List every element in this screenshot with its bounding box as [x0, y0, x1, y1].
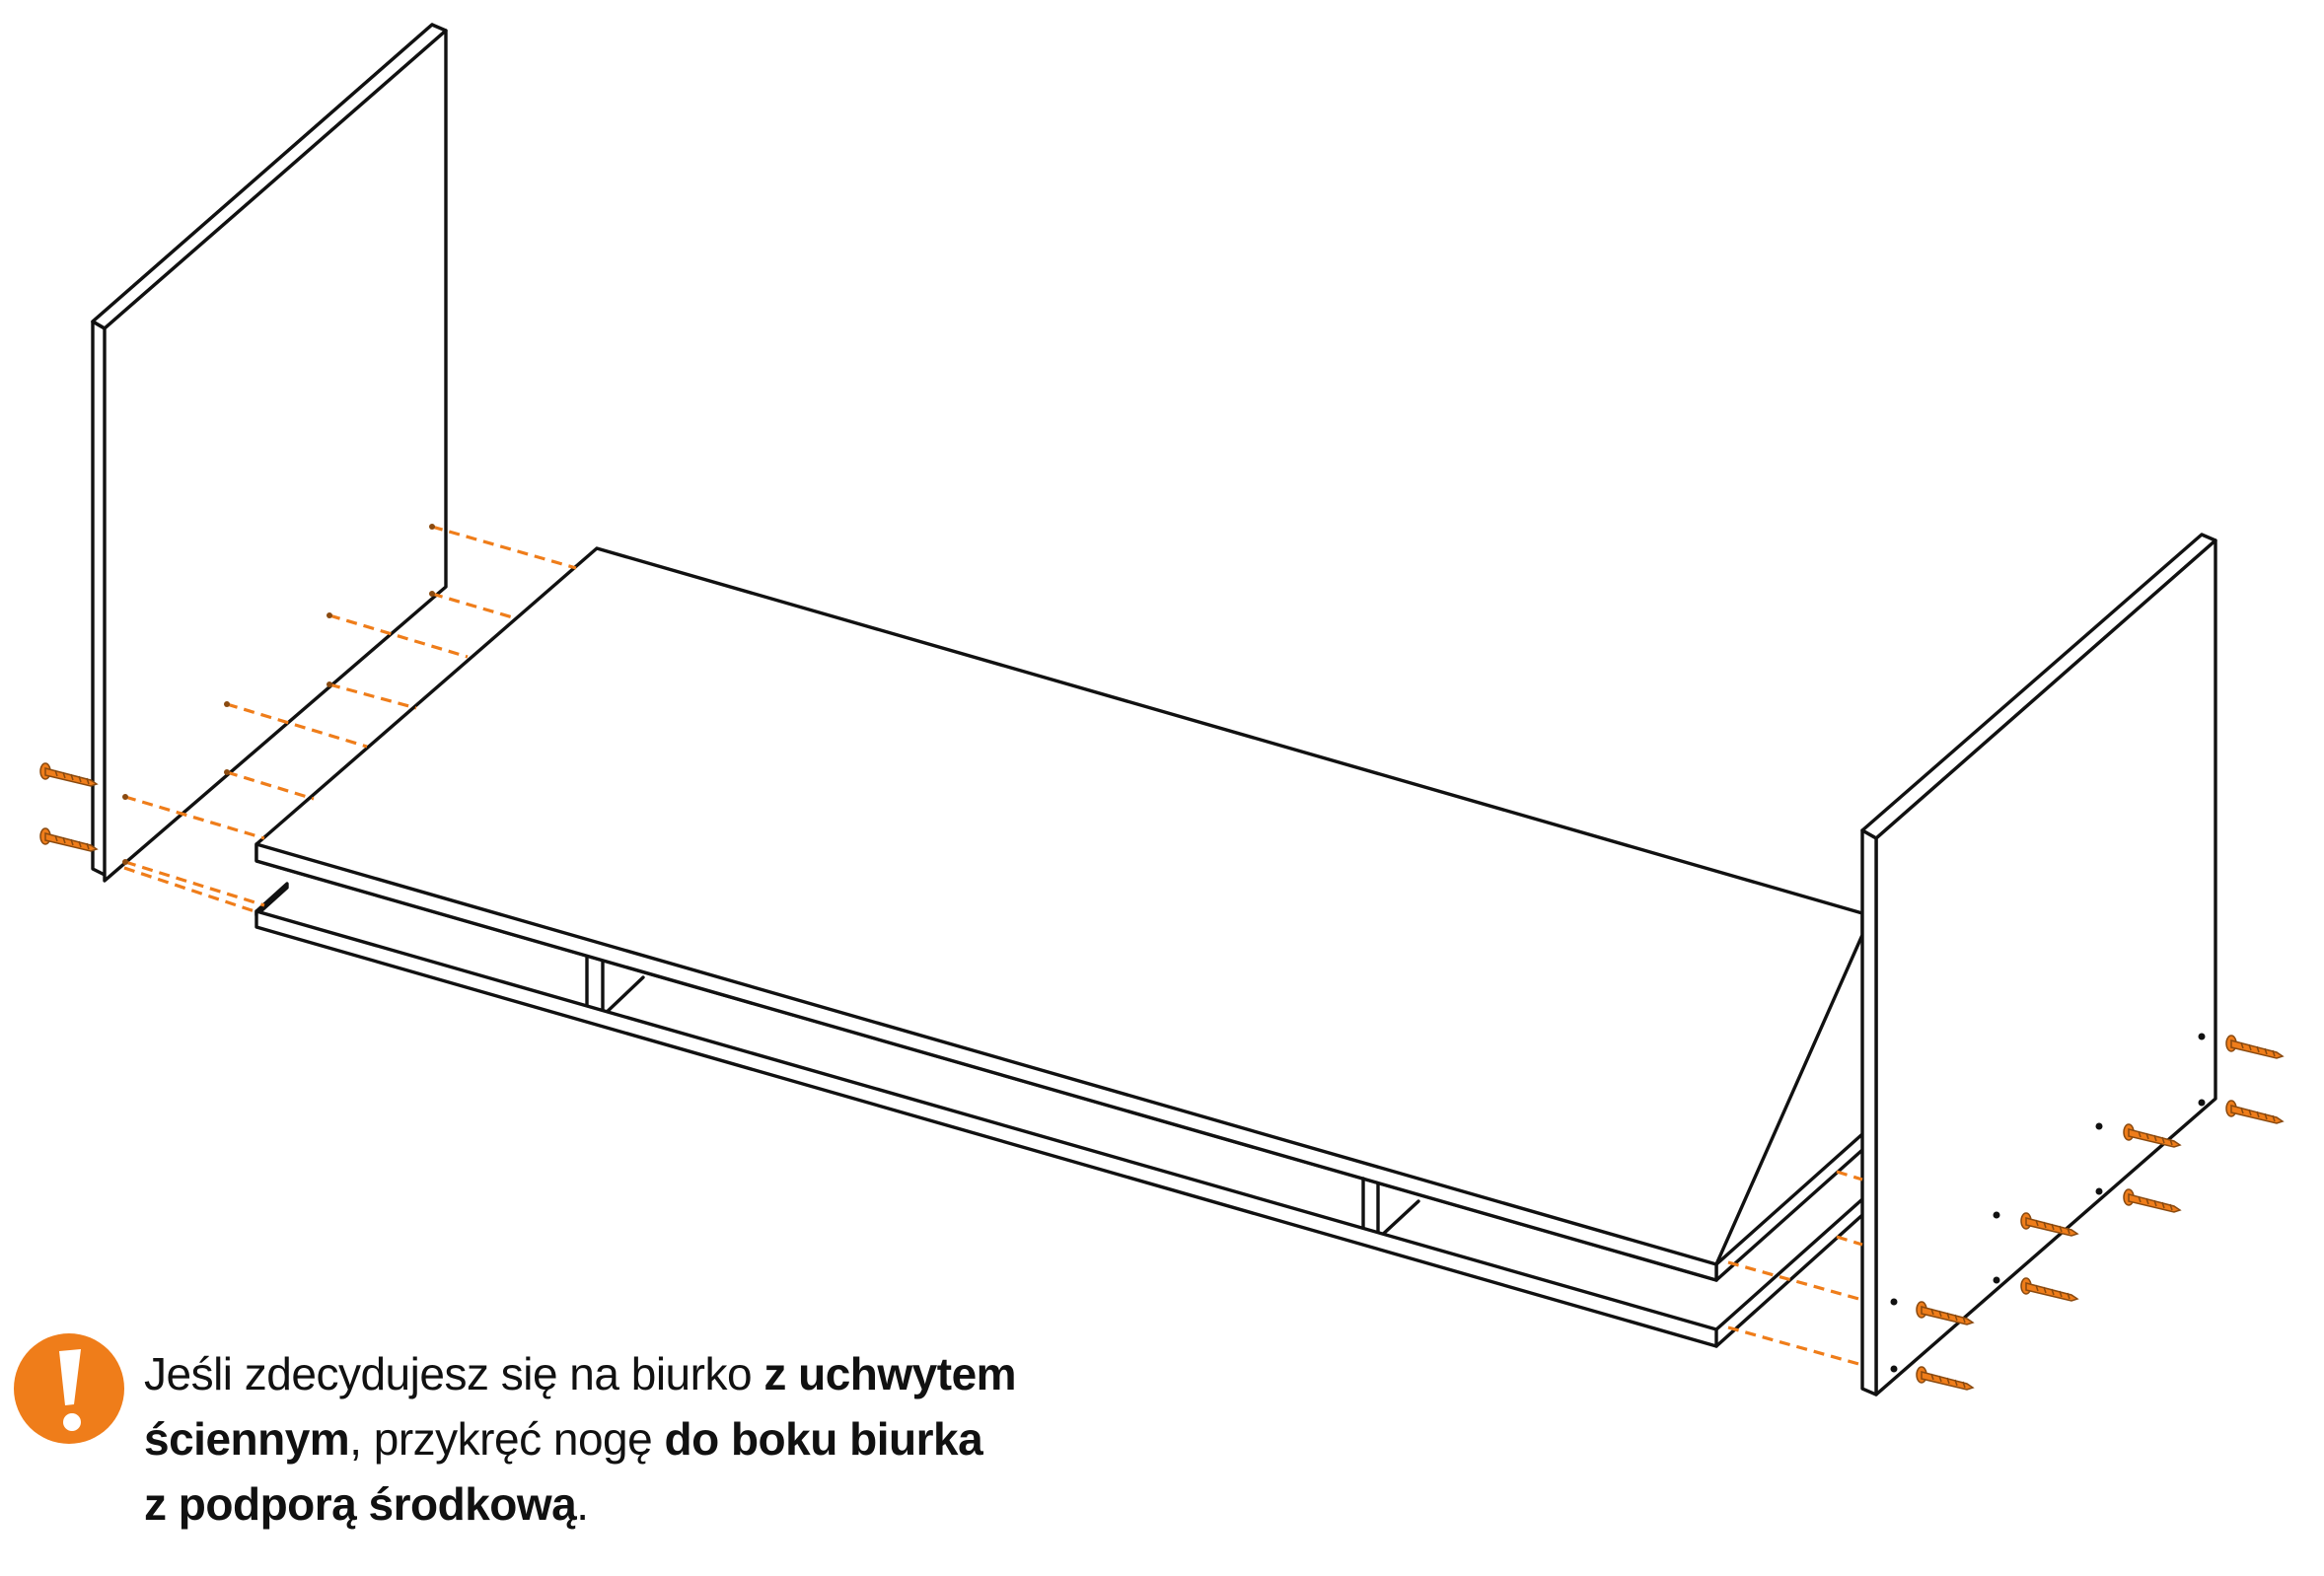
- wall-mount-note: Jeśli zdecydujesz się na biurko z uchwyt…: [144, 1341, 1130, 1537]
- note-line-3: z podporą środkową.: [144, 1478, 589, 1530]
- desk-top-plate: [254, 546, 1864, 1282]
- screw-icon: [39, 762, 98, 787]
- note-line-1: Jeśli zdecydujesz się na biurko z uchwyt…: [144, 1348, 1017, 1399]
- note-line-2: ściennym, przykręć nogę do boku biurka: [144, 1413, 983, 1465]
- exclamation-circle-icon: [12, 1331, 126, 1446]
- left-guide-lines: [123, 525, 577, 913]
- screw-icon: [39, 827, 98, 852]
- right-side-panel: [1860, 533, 2217, 1397]
- middle-support: [585, 955, 1420, 1241]
- screw-icon: [2123, 1188, 2181, 1213]
- screw-icon: [2225, 1100, 2284, 1124]
- left-holes: [122, 524, 435, 865]
- right-holes: [1890, 1033, 2206, 1373]
- screw-icon: [1916, 1366, 1974, 1391]
- screw-icon: [2225, 1035, 2284, 1059]
- left-side-panel: [91, 23, 448, 883]
- screw-icon: [2020, 1277, 2078, 1302]
- right-guide-lines: [1727, 1170, 1863, 1367]
